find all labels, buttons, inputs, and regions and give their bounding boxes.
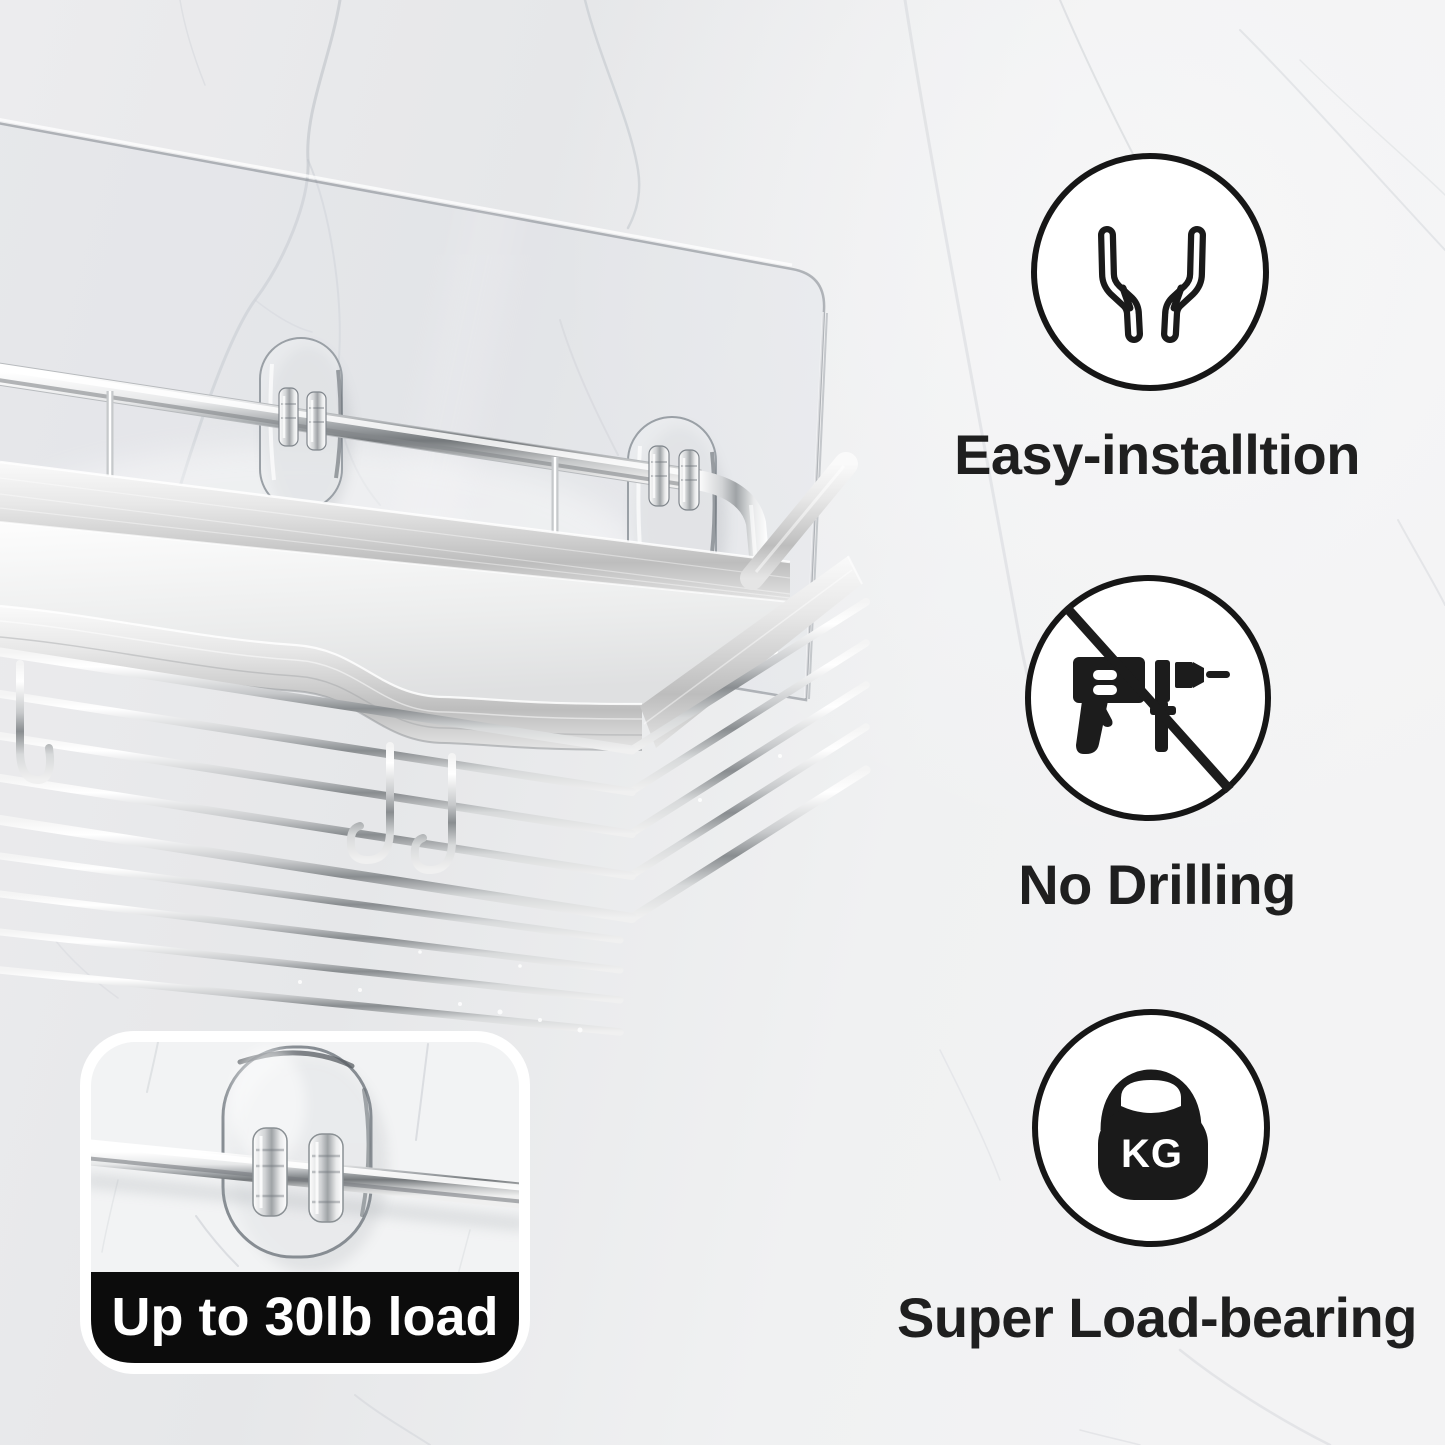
no-drill-icon bbox=[1062, 603, 1234, 794]
shelf-tray bbox=[0, 452, 863, 751]
mounting-rod bbox=[0, 362, 778, 656]
easy-installation-badge bbox=[1031, 153, 1269, 391]
feature-label-no-drilling: No Drilling bbox=[1018, 853, 1296, 916]
detail-inset bbox=[80, 1031, 530, 1374]
feature-label-load-bearing: Super Load-bearing bbox=[897, 1286, 1417, 1349]
rod-clips bbox=[278, 387, 700, 511]
prohibition-slash bbox=[1062, 603, 1234, 794]
inset-rod bbox=[91, 1139, 519, 1231]
utility-hook bbox=[16, 660, 55, 785]
caption-bar bbox=[91, 1272, 519, 1363]
rod-clip bbox=[648, 445, 700, 511]
utility-hooks bbox=[16, 660, 456, 875]
water-droplets bbox=[298, 754, 782, 1033]
feature-label-easy-installation: Easy-installtion bbox=[954, 423, 1360, 486]
kettlebell-kg-icon: KG bbox=[1098, 1069, 1208, 1200]
no-drilling-badge bbox=[1025, 575, 1271, 821]
badge-circle bbox=[1031, 153, 1269, 391]
kettlebell-kg-text: KG bbox=[1121, 1132, 1183, 1176]
inset-photo bbox=[91, 1042, 519, 1313]
wire-basket bbox=[0, 598, 871, 1036]
utility-hook bbox=[346, 742, 394, 865]
utility-hook bbox=[410, 753, 456, 875]
basket-side-wires bbox=[627, 598, 871, 923]
load-bearing-badge: KG bbox=[1032, 1009, 1270, 1247]
rod-clip bbox=[278, 387, 327, 451]
basket-front-wires bbox=[0, 647, 637, 923]
inset-rod-clips bbox=[252, 1127, 344, 1223]
basket-bottom-wires bbox=[0, 852, 624, 1036]
open-hands-icon bbox=[1098, 226, 1206, 343]
load-capacity-caption: Up to 30lb load bbox=[111, 1287, 499, 1347]
